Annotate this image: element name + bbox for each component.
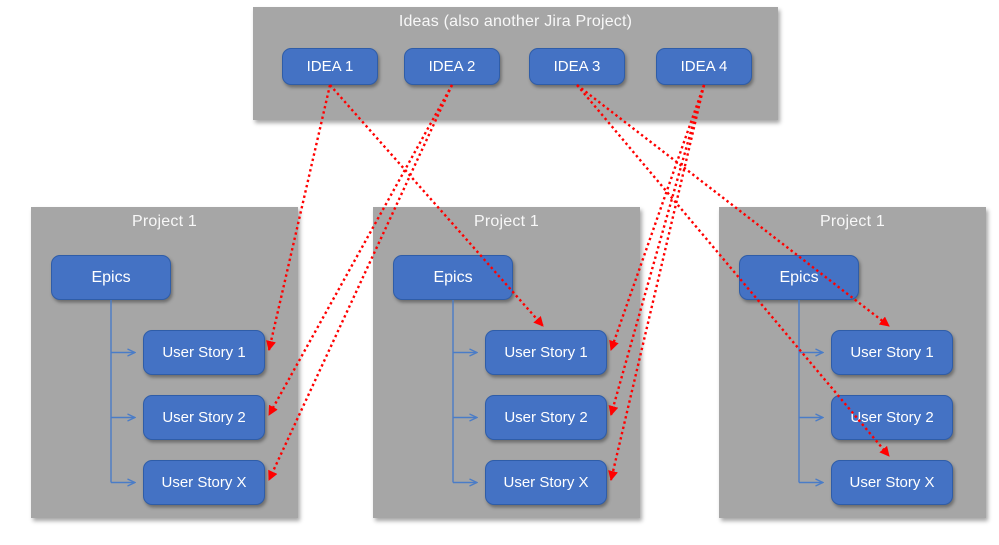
idea-label: IDEA 2 [428, 58, 476, 75]
epic-box: Epics [51, 255, 171, 300]
idea-label: IDEA 4 [680, 58, 728, 75]
story-label: User Story 1 [504, 344, 588, 361]
story-box-1: User Story 1 [831, 330, 953, 375]
ideas-panel-title: Ideas (also another Jira Project) [398, 13, 633, 30]
story-box-3: User Story X [485, 460, 607, 505]
story-box-3: User Story X [143, 460, 265, 505]
story-label: User Story X [161, 474, 247, 491]
idea-box-3: IDEA 3 [529, 48, 625, 85]
story-label: User Story 1 [162, 344, 246, 361]
project-title: Project 1 [132, 213, 197, 230]
epic-box: Epics [739, 255, 859, 300]
story-box-2: User Story 2 [143, 395, 265, 440]
story-box-3: User Story X [831, 460, 953, 505]
idea-label: IDEA 1 [306, 58, 354, 75]
story-label: User Story 1 [850, 344, 934, 361]
epic-box: Epics [393, 255, 513, 300]
epic-label: Epics [91, 268, 131, 286]
story-label: User Story X [849, 474, 935, 491]
story-label: User Story X [503, 474, 589, 491]
epic-label: Epics [433, 268, 473, 286]
story-box-2: User Story 2 [485, 395, 607, 440]
story-box-2: User Story 2 [831, 395, 953, 440]
epic-label: Epics [779, 268, 819, 286]
idea-box-1: IDEA 1 [282, 48, 378, 85]
story-box-1: User Story 1 [143, 330, 265, 375]
idea-label: IDEA 3 [553, 58, 601, 75]
idea-box-2: IDEA 2 [404, 48, 500, 85]
project-title: Project 1 [820, 213, 885, 230]
story-label: User Story 2 [162, 409, 246, 426]
idea-box-4: IDEA 4 [656, 48, 752, 85]
story-label: User Story 2 [850, 409, 934, 426]
story-box-1: User Story 1 [485, 330, 607, 375]
project-title: Project 1 [474, 213, 539, 230]
ideas-panel: Ideas (also another Jira Project) IDEA 1… [253, 7, 778, 120]
story-label: User Story 2 [504, 409, 588, 426]
